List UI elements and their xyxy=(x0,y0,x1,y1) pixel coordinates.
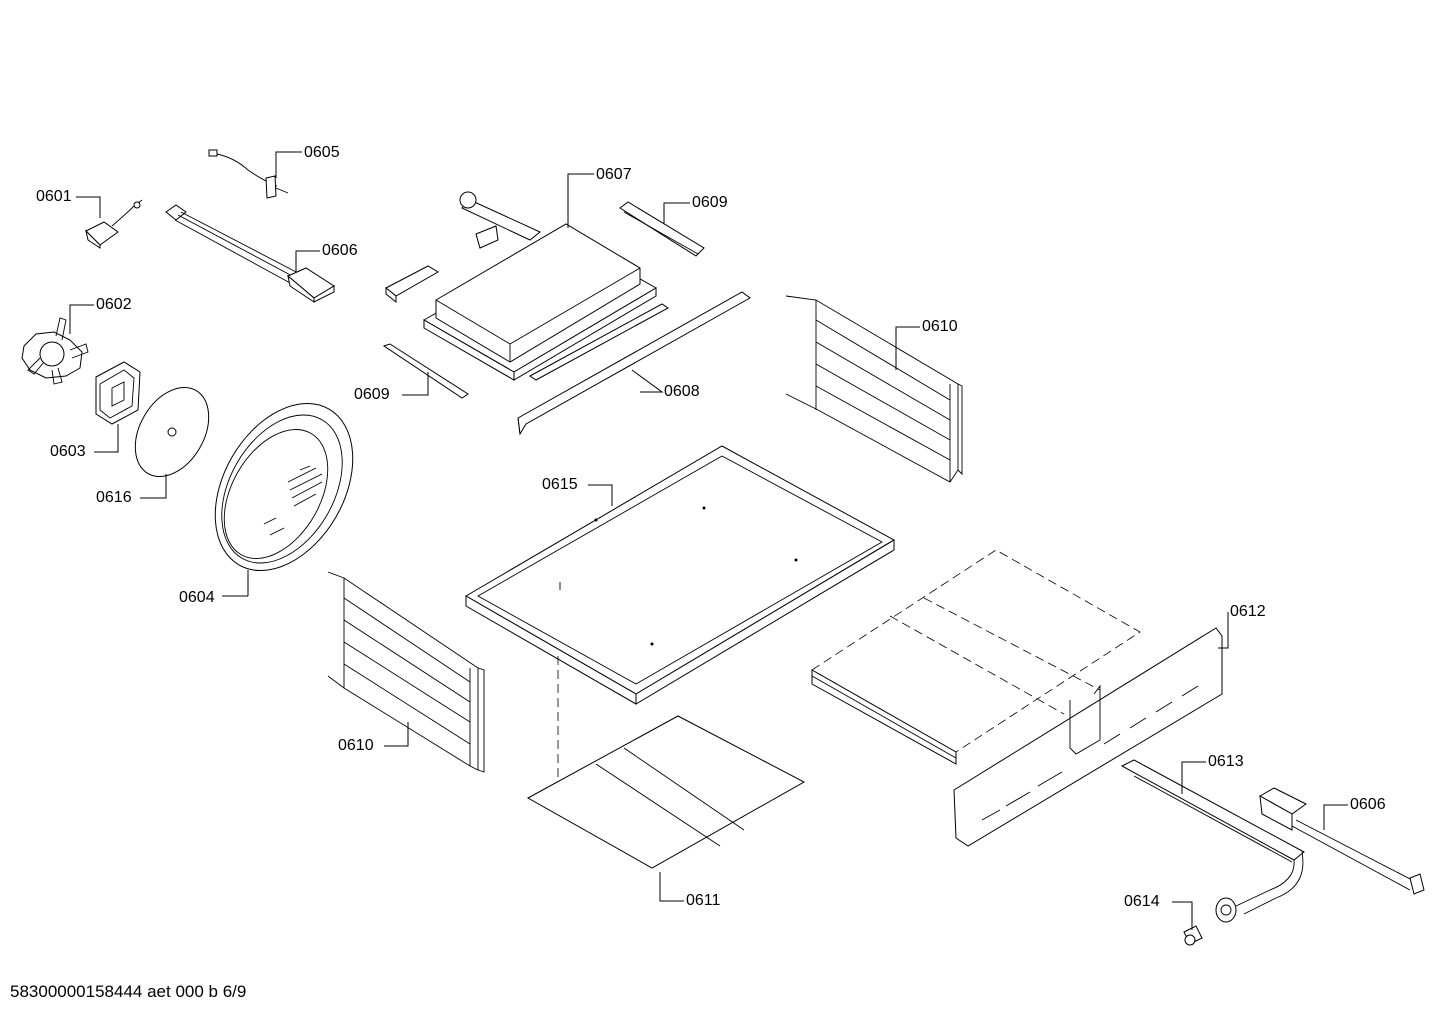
label-0610-right: 0610 xyxy=(922,318,958,335)
label-0604: 0604 xyxy=(179,589,215,606)
part-0611-bottom-cover xyxy=(526,715,806,869)
part-bracket-left xyxy=(385,265,439,304)
label-0614: 0614 xyxy=(1124,893,1160,910)
part-0605-sensor xyxy=(208,149,289,199)
part-0615-tray xyxy=(465,445,896,705)
part-0613-heating-element xyxy=(1120,759,1305,923)
part-0602-fan-motor xyxy=(21,317,89,385)
label-0606-bottom: 0606 xyxy=(1350,796,1386,813)
label-0605: 0605 xyxy=(304,144,340,161)
part-0610-rack-left xyxy=(327,571,485,773)
label-0601: 0601 xyxy=(36,188,72,205)
part-0610-rack-right xyxy=(785,295,963,483)
part-0604-fan-cover xyxy=(214,402,354,572)
part-0609-rail-left xyxy=(382,343,469,399)
part-insulation xyxy=(811,549,1141,765)
part-0609-rail-top xyxy=(619,201,705,257)
label-0602: 0602 xyxy=(96,296,132,313)
label-0606-top: 0606 xyxy=(322,242,358,259)
part-0606-harness-bottom xyxy=(1258,787,1425,895)
label-0607: 0607 xyxy=(596,166,632,183)
label-0615: 0615 xyxy=(542,476,578,493)
part-0601-connector xyxy=(85,199,143,249)
label-0609-left: 0609 xyxy=(354,386,390,403)
leader-lines xyxy=(69,151,1348,930)
label-0608: 0608 xyxy=(664,383,700,400)
part-0607-grill-element xyxy=(422,191,657,381)
label-0603: 0603 xyxy=(50,443,86,460)
drawing-reference: 58300000158444 aet 000 b 6/9 xyxy=(10,982,247,1001)
part-0606-harness-top xyxy=(165,204,335,303)
label-0609-top: 0609 xyxy=(692,194,728,211)
label-0613: 0613 xyxy=(1208,753,1244,770)
label-0611: 0611 xyxy=(686,892,721,909)
part-0614-connector xyxy=(1183,925,1203,946)
label-0612: 0612 xyxy=(1230,603,1266,620)
part-0616-disk xyxy=(134,386,210,478)
part-0608-rails xyxy=(517,291,751,436)
label-0610-left: 0610 xyxy=(338,737,374,754)
part-0612-rear-panel xyxy=(953,627,1223,847)
label-0616: 0616 xyxy=(96,489,132,506)
part-0603-bracket xyxy=(95,361,141,425)
